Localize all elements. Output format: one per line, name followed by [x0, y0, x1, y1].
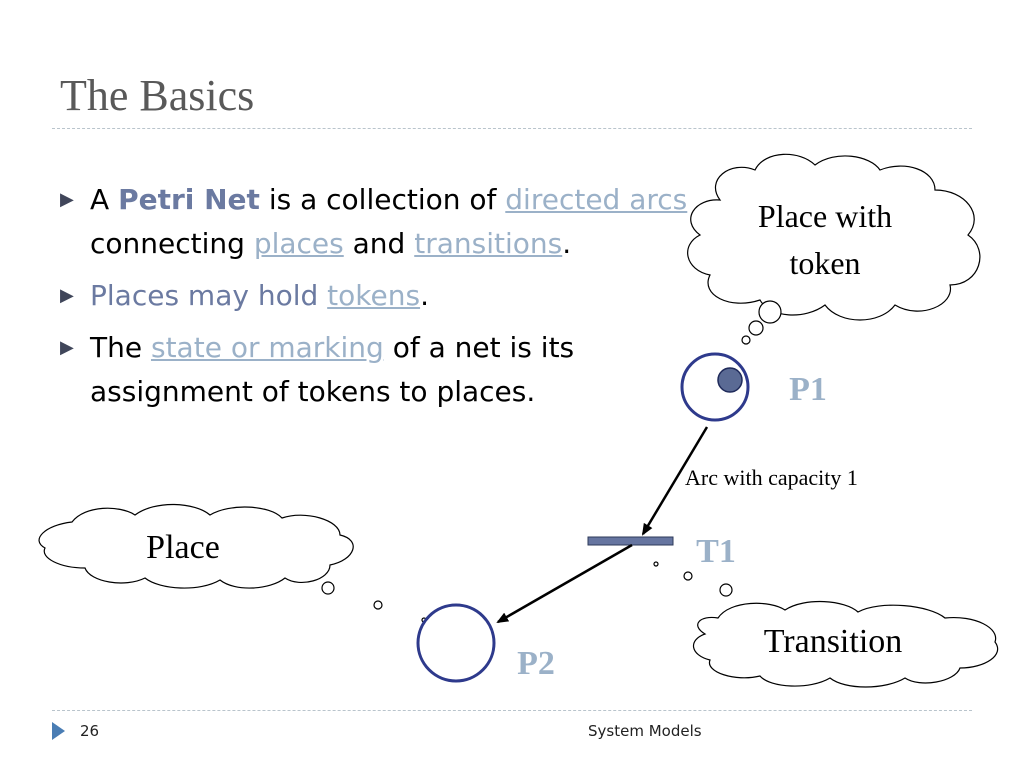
- thought-bubble: [653, 561, 659, 567]
- page-number: 26: [80, 722, 100, 740]
- cloud-text-transition: Transition: [764, 623, 903, 660]
- bullet-list: ▶ A Petri Net is a collection of directe…: [60, 178, 700, 422]
- footer-title: System Models: [588, 722, 702, 740]
- thought-bubble: [683, 571, 693, 581]
- place-p2: [416, 603, 496, 683]
- link-places[interactable]: places: [253, 227, 344, 260]
- triangle-right-icon: ▶: [60, 285, 74, 306]
- arc-t1-p2: [496, 543, 633, 624]
- bullet-text-part: Places may hold: [90, 279, 328, 312]
- link-directed-arcs[interactable]: directed arcs: [505, 183, 688, 216]
- link-transitions[interactable]: transitions: [414, 227, 563, 260]
- cloud-text-place: Place: [146, 529, 220, 566]
- label-arc-capacity: Arc with capacity 1: [685, 465, 858, 490]
- token: [717, 367, 743, 393]
- bullet-text: Places may hold tokens.: [90, 279, 429, 312]
- bullet-text-part: and: [343, 227, 415, 260]
- thought-bubble: [741, 335, 751, 345]
- bullet-text-part: connecting: [90, 227, 254, 260]
- title-divider: [52, 128, 972, 129]
- bullet-text-part: .: [420, 279, 429, 312]
- slide-title: The Basics: [60, 71, 255, 120]
- thought-bubble: [321, 581, 335, 595]
- bullet-text-part: is a collection of: [259, 183, 506, 216]
- triangle-right-icon: ▶: [60, 337, 74, 358]
- bullet-text-part: .: [562, 227, 572, 260]
- cloud-text-place-with-token-line1: Place with: [758, 198, 892, 234]
- triangle-right-icon: ▶: [60, 189, 74, 210]
- triangle-right-icon: [52, 722, 65, 740]
- term-petri-net: Petri Net: [118, 183, 260, 216]
- bullet-text-part: The: [90, 331, 151, 364]
- thought-bubble: [373, 600, 383, 610]
- footer-divider: [52, 710, 972, 711]
- label-p2: P2: [517, 645, 555, 682]
- cloud-callout-place: Place: [38, 503, 427, 623]
- bullet-text: A Petri Net is a collection of directed …: [90, 183, 687, 260]
- bullet-item: ▶ Places may hold tokens.: [60, 274, 700, 318]
- bullet-text: The state or marking of a net is its ass…: [90, 331, 574, 408]
- link-state-or-marking[interactable]: state or marking: [150, 331, 384, 364]
- cloud-text-place-with-token-line2: token: [789, 245, 860, 281]
- cloud-callout-place-with-token: Place with token: [687, 153, 981, 345]
- thought-bubble: [748, 320, 764, 336]
- bullet-item: ▶ A Petri Net is a collection of directe…: [60, 178, 700, 266]
- link-tokens[interactable]: tokens: [327, 279, 421, 312]
- transition-t1: [587, 536, 674, 546]
- thought-bubble: [758, 300, 782, 324]
- bullet-item: ▶ The state or marking of a net is its a…: [60, 326, 700, 414]
- bullet-text-part: A: [90, 183, 119, 216]
- thought-bubble: [719, 583, 733, 597]
- arc-p1-t1: [641, 426, 709, 536]
- bullet-text-part: of a net is its assignment of tokens to …: [90, 331, 575, 408]
- label-t1: T1: [696, 533, 736, 570]
- cloud-callout-transition: Transition: [653, 561, 999, 688]
- label-p1: P1: [789, 371, 827, 408]
